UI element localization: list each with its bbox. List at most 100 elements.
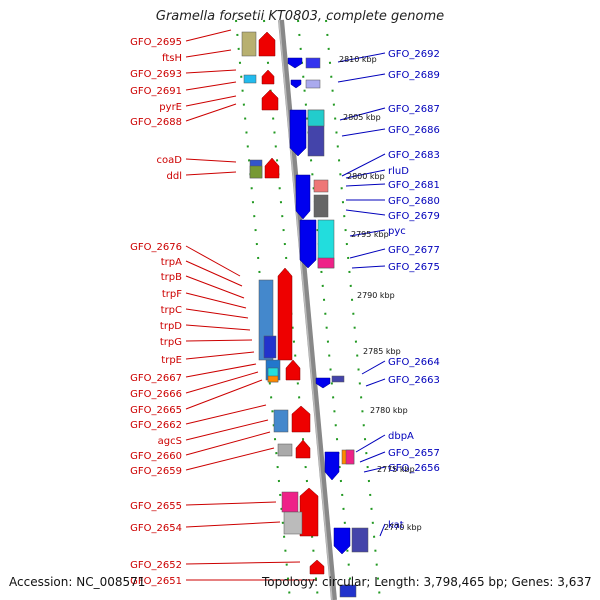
gene-label-agcS: agcS <box>158 436 182 447</box>
gene-label-ddl: ddl <box>167 171 182 182</box>
leader-line <box>185 95 237 107</box>
gene-label-trpC: trpC <box>161 305 182 316</box>
leader-line <box>185 69 237 74</box>
reverse-gene-arrow[interactable] <box>315 377 331 389</box>
forward-gene-arrow[interactable] <box>261 69 275 85</box>
leader-line <box>185 371 259 394</box>
forward-gene-arrow[interactable] <box>285 359 301 381</box>
reverse-gene-arrow[interactable] <box>324 451 340 481</box>
leader-line <box>185 447 275 471</box>
gene-label-trpE: trpE <box>161 355 182 366</box>
leader-line <box>185 324 251 331</box>
gene-label-GFO_2665: GFO_2665 <box>130 405 182 416</box>
gene-label-GFO_2675: GFO_2675 <box>388 262 440 273</box>
gene-domain-box[interactable] <box>277 443 293 457</box>
gene-domain-box[interactable] <box>263 335 277 359</box>
gene-features[interactable] <box>241 31 369 598</box>
leader-line <box>379 523 386 537</box>
leader-line <box>349 229 386 237</box>
forward-gene-arrow[interactable] <box>261 89 279 111</box>
leader-line <box>185 103 237 122</box>
forward-gene-arrow[interactable] <box>291 405 311 433</box>
leader-line <box>355 434 386 453</box>
gene-label-GFO_2688: GFO_2688 <box>130 117 182 128</box>
forward-gene-arrow[interactable] <box>277 267 293 361</box>
gene-domain-box[interactable] <box>281 491 299 513</box>
kbp-tick-label: 2775 kbp <box>377 465 415 474</box>
gene-label-dbpA: dbpA <box>388 431 414 442</box>
leader-line <box>185 339 253 342</box>
leader-line <box>363 466 386 473</box>
leader-line <box>185 49 232 58</box>
leader-line <box>185 561 301 565</box>
gene-domain-box[interactable] <box>339 584 357 598</box>
leader-line <box>361 360 386 375</box>
gene-label-GFO_2686: GFO_2686 <box>388 125 440 136</box>
gene-label-GFO_2687: GFO_2687 <box>388 104 440 115</box>
gene-domain-box[interactable] <box>243 74 257 84</box>
leader-line <box>185 292 247 309</box>
leader-line <box>341 153 386 177</box>
gene-domain-box[interactable] <box>305 57 321 69</box>
gene-label-trpB: trpB <box>161 272 182 283</box>
gene-label-GFO_2667: GFO_2667 <box>130 373 182 384</box>
gene-label-GFO_2655: GFO_2655 <box>130 501 182 512</box>
gene-label-coaD: coaD <box>157 155 183 166</box>
leader-line <box>349 248 386 259</box>
gene-domain-box[interactable] <box>307 109 325 127</box>
gene-domain-box[interactable] <box>305 79 321 89</box>
leader-line <box>185 521 281 528</box>
kbp-tick-label: 2780 kbp <box>370 406 408 415</box>
gene-label-trpF: trpF <box>162 289 182 300</box>
forward-gene-arrow[interactable] <box>258 31 276 57</box>
gene-domain-box[interactable] <box>331 375 345 383</box>
gene-label-GFO_2663: GFO_2663 <box>388 375 440 386</box>
gene-label-ftsH: ftsH <box>162 53 182 64</box>
gene-label-GFO_2693: GFO_2693 <box>130 69 182 80</box>
reverse-gene-arrow[interactable] <box>299 219 317 269</box>
kbp-tick-label: 2795 kbp <box>351 230 389 239</box>
accession-text: Accession: NC_008571 <box>9 575 146 589</box>
reverse-gene-arrow[interactable] <box>295 174 311 220</box>
reverse-gene-arrow[interactable] <box>333 527 351 555</box>
leader-line <box>341 128 386 137</box>
gene-label-GFO_2683: GFO_2683 <box>388 150 440 161</box>
gene-label-GFO_2660: GFO_2660 <box>130 451 182 462</box>
gene-domain-box[interactable] <box>313 194 329 218</box>
gene-domain-box[interactable] <box>249 165 263 179</box>
gene-label-GFO_2664: GFO_2664 <box>388 357 440 368</box>
gene-domain-box[interactable] <box>313 179 329 193</box>
gene-labels: GFO_2695ftsHGFO_2693GFO_2691pyrEGFO_2688… <box>130 37 440 587</box>
leader-line <box>185 171 237 176</box>
forward-gene-arrow[interactable] <box>264 157 280 179</box>
gene-domain-box[interactable] <box>267 375 279 383</box>
gene-domain-box[interactable] <box>317 257 335 269</box>
leader-line <box>351 265 386 269</box>
kbp-tick-label: 2790 kbp <box>357 291 395 300</box>
gene-label-GFO_2689: GFO_2689 <box>388 70 440 81</box>
forward-gene-arrow[interactable] <box>299 487 319 537</box>
leader-line <box>185 501 277 506</box>
forward-gene-arrow[interactable] <box>309 559 325 575</box>
gene-label-trpD: trpD <box>160 321 182 332</box>
gene-domain-box[interactable] <box>241 31 257 57</box>
leader-line <box>345 169 386 179</box>
gene-label-GFO_2651: GFO_2651 <box>130 576 182 587</box>
gene-domain-box[interactable] <box>351 527 369 553</box>
gene-label-pyc: pyc <box>388 226 406 237</box>
reverse-gene-arrow[interactable] <box>287 57 303 69</box>
genome-title: Gramella forsetii KT0803, complete genom… <box>155 9 445 24</box>
forward-gene-arrow[interactable] <box>295 439 311 459</box>
gene-domain-box[interactable] <box>283 511 303 535</box>
gene-label-GFO_2666: GFO_2666 <box>130 389 182 400</box>
kbp-tick-label: 2785 kbp <box>363 347 401 356</box>
gene-label-GFO_2656: GFO_2656 <box>388 463 440 474</box>
gene-domain-box[interactable] <box>345 449 355 465</box>
reverse-gene-arrow[interactable] <box>290 79 302 89</box>
gene-label-GFO_2652: GFO_2652 <box>130 560 182 571</box>
gene-domain-box[interactable] <box>273 409 289 433</box>
reverse-gene-arrow[interactable] <box>289 109 307 157</box>
leader-line <box>185 431 271 456</box>
gene-label-pyrE: pyrE <box>159 102 182 113</box>
